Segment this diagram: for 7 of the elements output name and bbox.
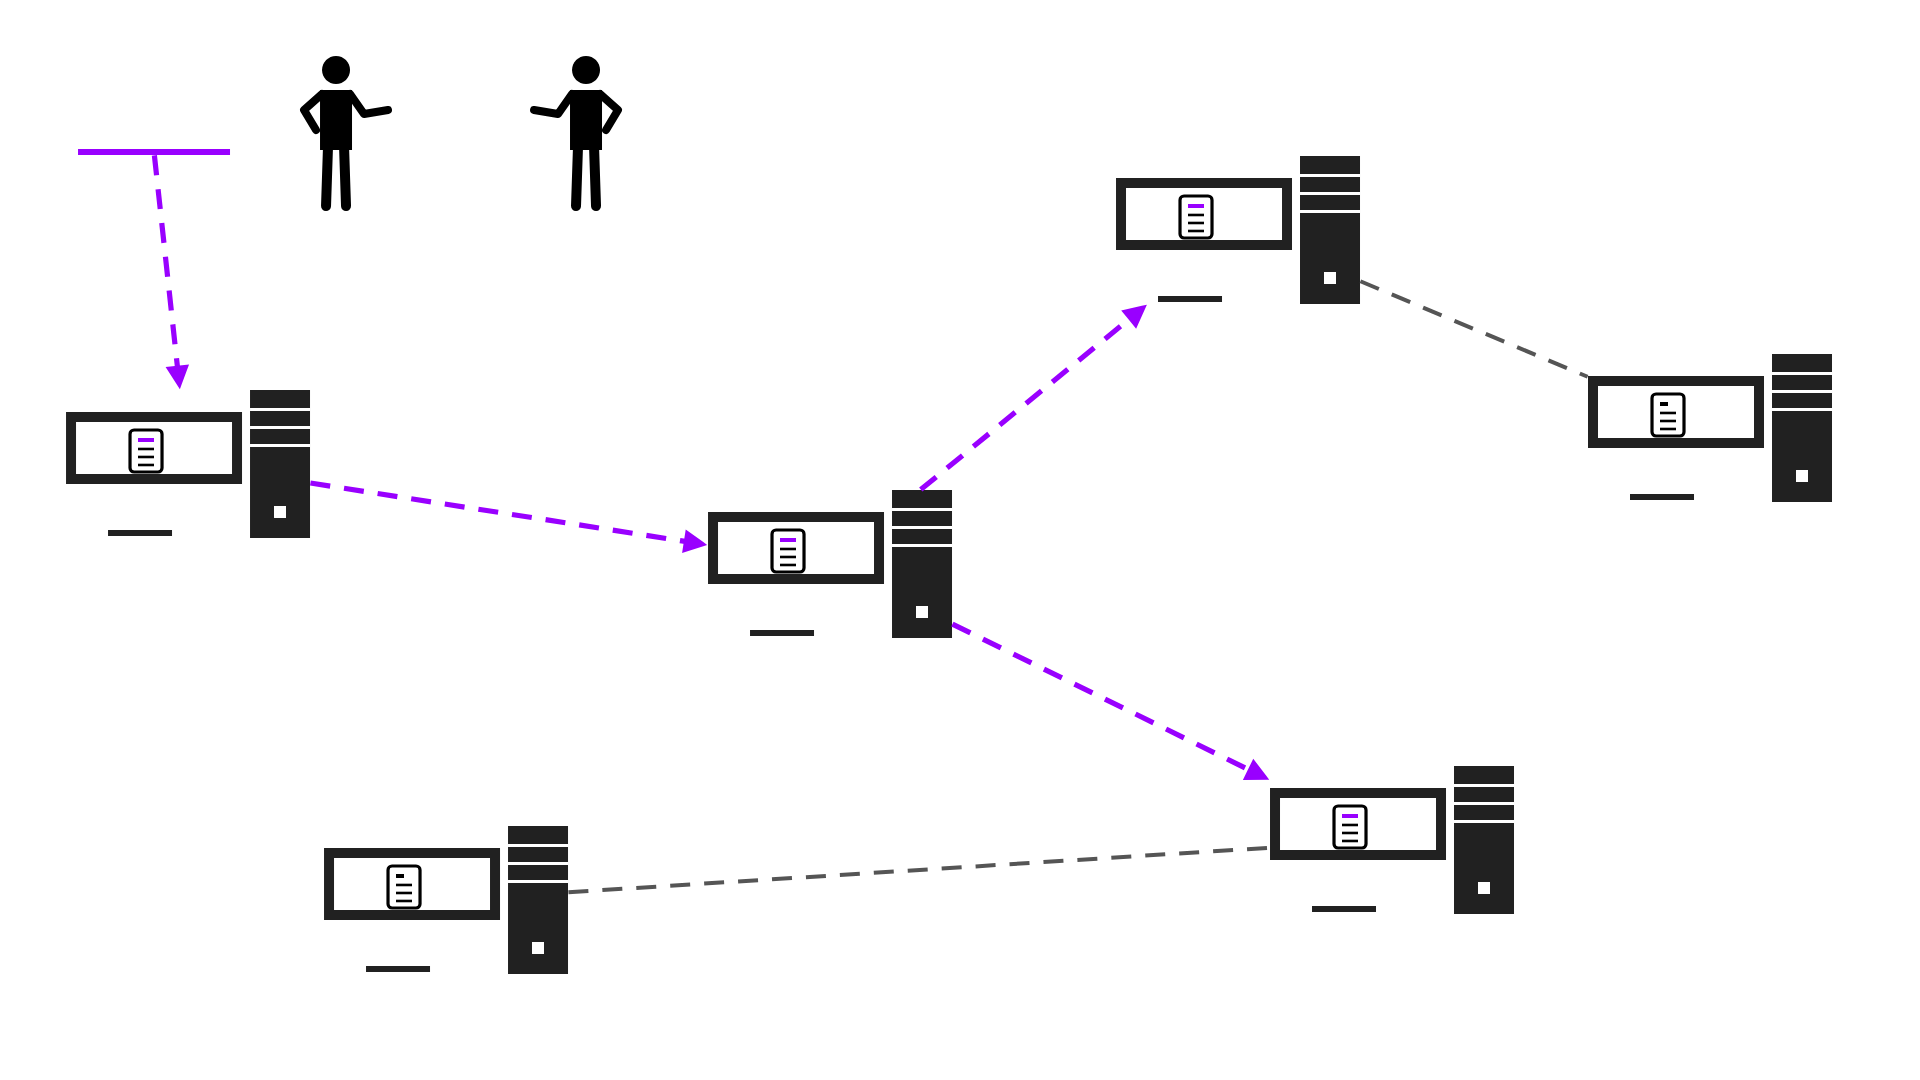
computer-drawing — [66, 390, 310, 538]
computer-drawing — [1588, 354, 1832, 502]
start-bar — [78, 149, 230, 155]
computer-drawing — [324, 826, 568, 974]
computer-drawing — [1270, 766, 1514, 914]
computer-drawing — [708, 490, 952, 638]
computer-drawing — [1116, 156, 1360, 304]
